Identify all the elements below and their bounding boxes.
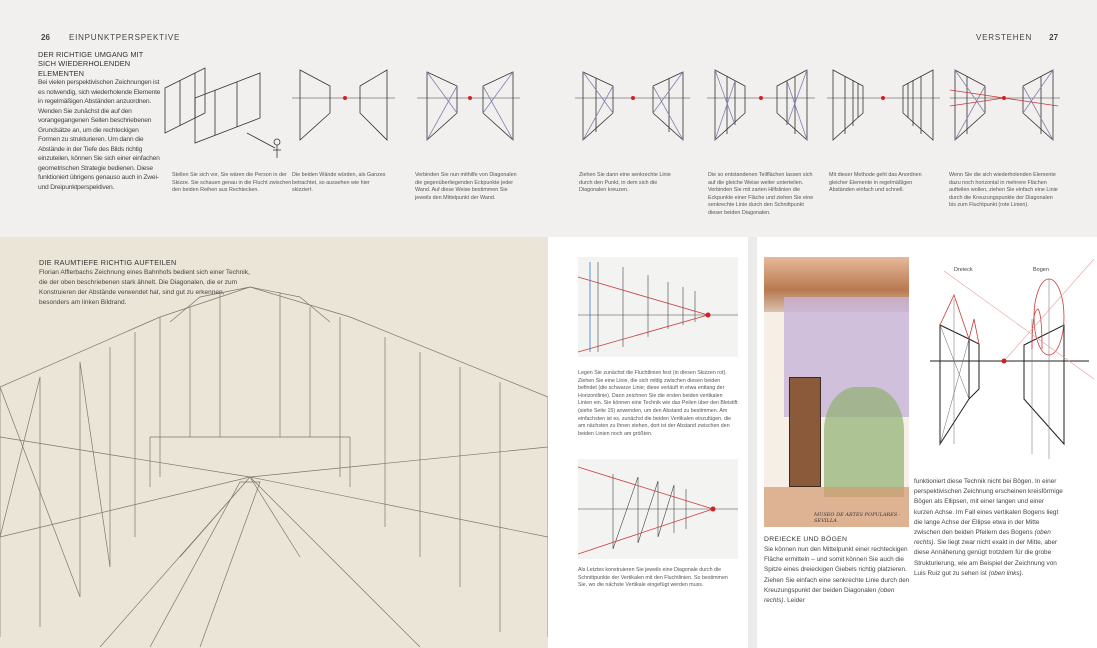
label-triangle: Dreieck xyxy=(954,267,973,273)
step-caption-1: Stellen Sie sich vor, Sie wären die Pers… xyxy=(172,172,292,194)
diagram-repeated xyxy=(827,69,940,141)
diagram-vertical xyxy=(575,71,690,141)
step-caption-2: Die beiden Wände würden, als Ganzes betr… xyxy=(292,172,386,194)
label-arch: Bogen xyxy=(1033,267,1049,273)
station-text: Florian Afflerbachs Zeichnung eines Bahn… xyxy=(39,269,250,306)
middle-caption-2: Als Letztes konstruieren Sie jeweils ein… xyxy=(578,567,728,589)
middle-column: Legen Sie zunächst die Fluchtlinien fest… xyxy=(548,237,748,648)
step-caption-7: Wenn Sie die sich wiederholenden Element… xyxy=(949,172,1058,209)
station-sketch xyxy=(0,286,548,648)
vanishing-lines-sketch-1 xyxy=(578,257,738,357)
right-header: VERSTEHEN 27 xyxy=(976,33,1058,42)
text-part: . Sie liegt zwar nicht exakt in der Mitt… xyxy=(914,539,1058,577)
left-header: 26 EINPUNKTPERSPEKTIVE xyxy=(41,33,180,42)
figure-reference: (oben rechts) xyxy=(764,586,895,605)
step-diagrams xyxy=(164,67,1060,158)
top-band xyxy=(0,0,1097,237)
text-part: . Leider xyxy=(783,597,805,605)
page-number: 27 xyxy=(1049,33,1059,42)
museum-watercolor-sketch: MUSEO DE ARTES POPULARES · SEVILLA xyxy=(764,257,909,527)
figure-reference: (oben links) xyxy=(988,569,1022,577)
station-text-block: DIE RAUMTIEFE RICHTIG AUFTEILEN Florian … xyxy=(39,258,254,308)
diagram-person xyxy=(164,67,281,158)
page-gutter xyxy=(748,237,757,648)
diagram-diagonals xyxy=(417,71,520,141)
text-part: funktioniert diese Technik nicht bei Bög… xyxy=(914,478,1063,537)
step-caption-4: Ziehen Sie dann eine senkrechte Linie du… xyxy=(579,172,671,194)
triangle-arch-diagram xyxy=(930,259,1094,459)
step-caption-5: Die so entstandenen Teilflächen lassen s… xyxy=(708,172,814,216)
sketch-lettering: MUSEO DE ARTES POPULARES · SEVILLA xyxy=(814,512,901,524)
diagram-horizontal-split xyxy=(949,69,1060,141)
intro-block: DER RICHTIGE UMGANG MIT SICH WIEDERHOLEN… xyxy=(38,50,162,192)
triangles-arches-block-1: DREIECKE UND BÖGEN Sie können nun den Mi… xyxy=(764,535,914,606)
page-number: 26 xyxy=(41,33,50,42)
chapter-title: EINPUNKTPERSPEKTIVE xyxy=(68,33,181,42)
section-title: VERSTEHEN xyxy=(976,33,1033,42)
right-column: MUSEO DE ARTES POPULARES · SEVILLA Dreie… xyxy=(757,237,1097,648)
diagram-walls xyxy=(292,69,395,141)
intro-heading: DER RICHTIGE UMGANG MIT SICH WIEDERHOLEN… xyxy=(38,50,144,78)
diagram-subdivide xyxy=(707,69,815,141)
text-part: . xyxy=(1021,569,1024,577)
triangles-arches-heading: DREIECKE UND BÖGEN xyxy=(764,536,848,543)
step-caption-3: Verbinden Sie nun mithilfe von Diagonale… xyxy=(415,172,517,201)
station-heading: DIE RAUMTIEFE RICHTIG AUFTEILEN xyxy=(39,258,177,267)
intro-text: Bei vielen perspektivischen Zeichnungen … xyxy=(38,79,161,191)
middle-caption-1: Legen Sie zunächst die Fluchtlinien fest… xyxy=(578,370,738,437)
station-drawing-panel: DIE RAUMTIEFE RICHTIG AUFTEILEN Florian … xyxy=(0,237,548,648)
vanishing-lines-sketch-2 xyxy=(578,459,738,559)
step-caption-6: Mit dieser Methode geht das Anordnen gle… xyxy=(829,172,922,194)
triangles-arches-text-2: funktioniert diese Technik nicht bei Bög… xyxy=(914,477,1064,579)
text-part: Sie können nun den Mittelpunkt einer rec… xyxy=(764,546,910,594)
figure-reference: (oben rechts) xyxy=(914,529,1051,547)
triangles-arches-text-1: Sie können nun den Mittelpunkt einer rec… xyxy=(764,545,914,606)
